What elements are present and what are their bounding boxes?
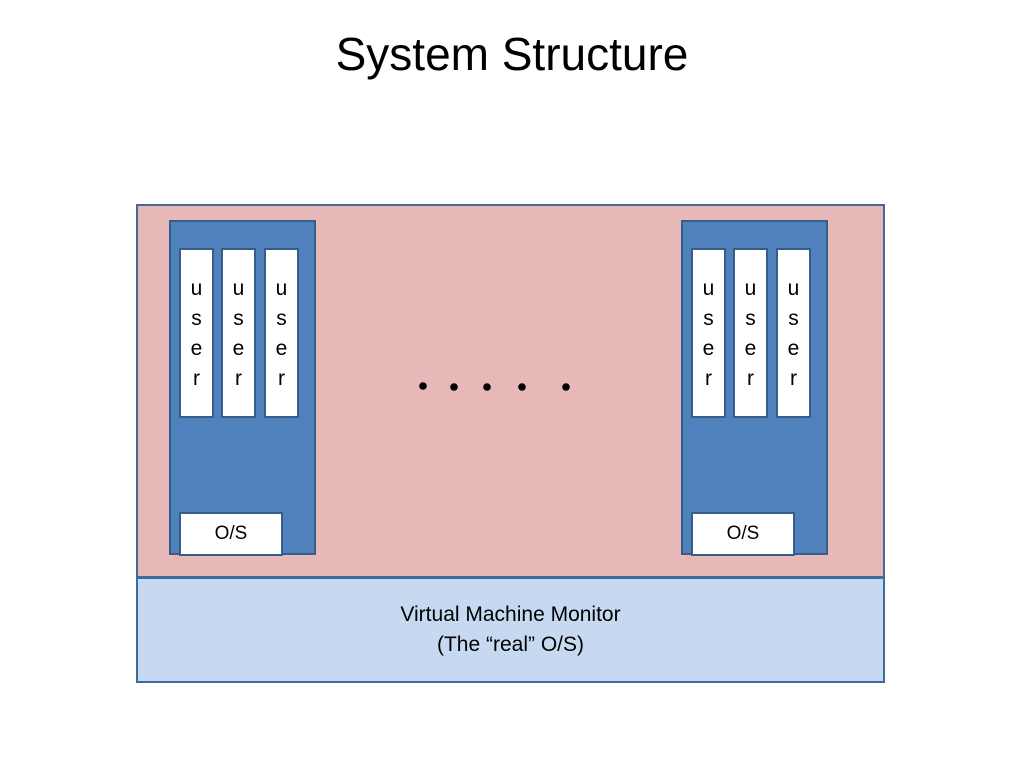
user-label-letter: s	[745, 307, 756, 330]
user-label-letter: u	[275, 277, 288, 300]
ellipsis-dot	[518, 383, 526, 391]
user-label-letter: s	[276, 307, 287, 330]
ellipsis: . . . . .	[419, 382, 570, 391]
vmm-sublabel: (The “real” O/S)	[436, 633, 585, 656]
user-label-letter: u	[232, 277, 245, 300]
user-label-letter: u	[702, 277, 715, 300]
ellipsis-dot	[562, 383, 570, 391]
user-label-letter: r	[193, 367, 200, 390]
user-label-letter: e	[744, 337, 757, 360]
user-label-letter: e	[787, 337, 800, 360]
user-label-letter: u	[190, 277, 203, 300]
user-label-letter: r	[790, 367, 797, 390]
os-box: O/S	[691, 512, 795, 556]
user-label-letter: s	[191, 307, 202, 330]
user-label-letter: e	[232, 337, 245, 360]
virtual-machine-monitor: Virtual Machine Monitor (The “real” O/S)	[136, 578, 885, 683]
slide-title: System Structure	[335, 28, 689, 80]
user-label-letter: r	[747, 367, 754, 390]
user-label-letter: e	[190, 337, 203, 360]
user-label-letter: e	[275, 337, 288, 360]
user-label-letter: r	[235, 367, 242, 390]
user-label-letter: u	[787, 277, 800, 300]
os-box: O/S	[179, 512, 283, 556]
user-label-letter: s	[703, 307, 714, 330]
ellipsis-dot	[419, 382, 427, 390]
vmm-label: Virtual Machine Monitor	[400, 603, 621, 626]
ellipsis-dot	[450, 383, 458, 391]
user-label-letter: e	[702, 337, 715, 360]
user-label-letter: s	[788, 307, 799, 330]
ellipsis-dot	[483, 383, 491, 391]
user-label-letter: s	[233, 307, 244, 330]
user-label-letter: u	[744, 277, 757, 300]
user-label-letter: r	[278, 367, 285, 390]
user-label-letter: r	[705, 367, 712, 390]
